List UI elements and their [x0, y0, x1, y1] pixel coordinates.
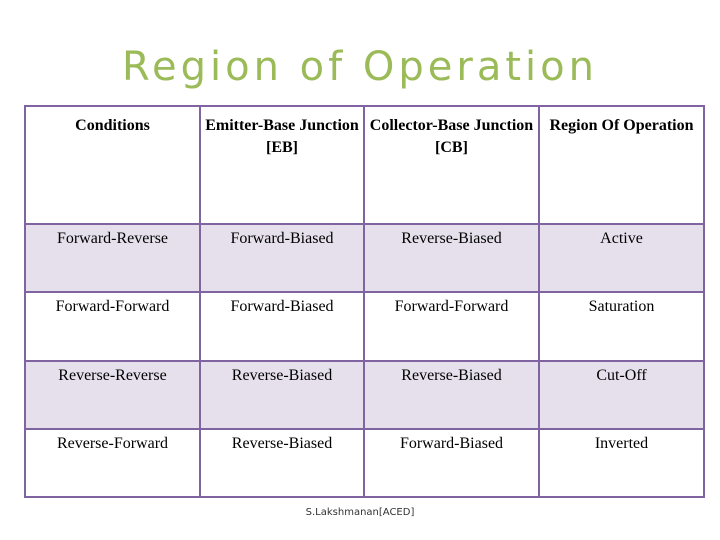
cell-region: Inverted	[538, 427, 705, 499]
header-region-of-operation: Region Of Operation	[538, 105, 705, 225]
cell-conditions: Forward-Reverse	[24, 222, 201, 294]
cell-collector-base: Reverse-Biased	[363, 222, 540, 294]
header-collector-base-junction: Collector-Base Junction [CB]	[363, 105, 540, 225]
cell-collector-base: Forward-Forward	[363, 291, 540, 362]
cell-conditions: Reverse-Forward	[24, 427, 201, 499]
table-row: Forward-Reverse Forward-Biased Reverse-B…	[24, 222, 705, 294]
page-title: Region of Operation	[122, 44, 598, 90]
cell-conditions: Reverse-Reverse	[24, 359, 201, 430]
header-conditions: Conditions	[24, 105, 201, 225]
table-row: Reverse-Reverse Reverse-Biased Reverse-B…	[24, 359, 705, 430]
table-row: Forward-Forward Forward-Biased Forward-F…	[24, 291, 705, 362]
cell-region: Saturation	[538, 291, 705, 362]
cell-region: Active	[538, 222, 705, 294]
footer-credit: S.Lakshmanan[ACED]	[305, 507, 415, 518]
cell-emitter-base: Reverse-Biased	[199, 427, 365, 499]
header-emitter-base-junction: Emitter-Base Junction [EB]	[199, 105, 365, 225]
cell-conditions: Forward-Forward	[24, 291, 201, 362]
cell-collector-base: Reverse-Biased	[363, 359, 540, 430]
cell-emitter-base: Forward-Biased	[199, 291, 365, 362]
cell-region: Cut-Off	[538, 359, 705, 430]
region-of-operation-table: Conditions Emitter-Base Junction [EB] Co…	[24, 105, 705, 499]
cell-emitter-base: Reverse-Biased	[199, 359, 365, 430]
cell-emitter-base: Forward-Biased	[199, 222, 365, 294]
table-header-row: Conditions Emitter-Base Junction [EB] Co…	[24, 105, 705, 225]
cell-collector-base: Forward-Biased	[363, 427, 540, 499]
table-row: Reverse-Forward Reverse-Biased Forward-B…	[24, 427, 705, 499]
